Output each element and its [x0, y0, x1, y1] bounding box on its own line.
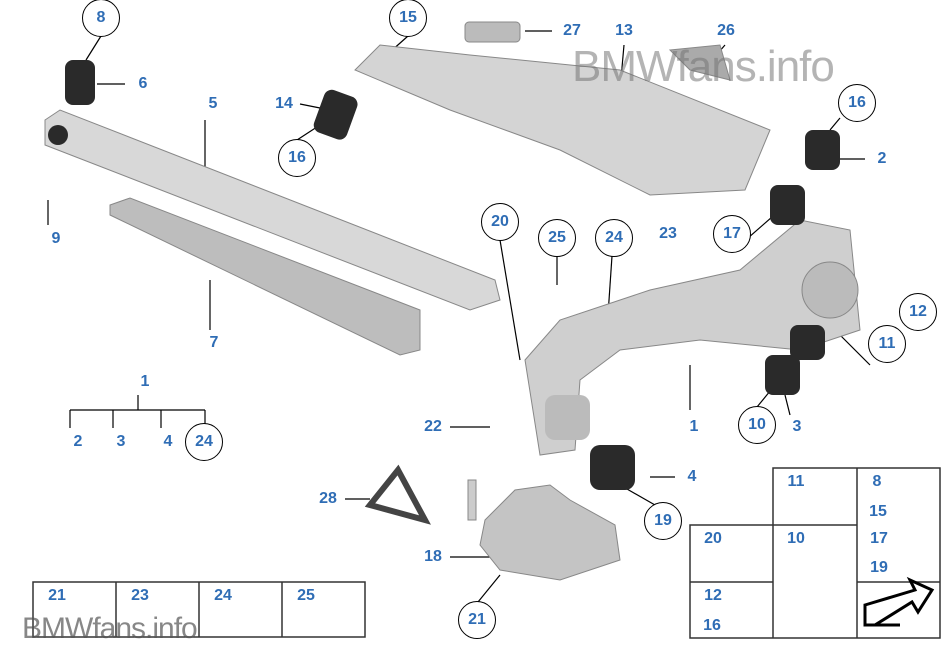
part-label[interactable]: 13 [615, 22, 633, 39]
callout[interactable]: 16 [838, 84, 876, 122]
part-label[interactable]: 23 [659, 225, 677, 242]
part-label[interactable]: 18 [424, 548, 442, 565]
fastener-label[interactable]: 19 [870, 559, 888, 576]
arrow-icon [863, 576, 935, 627]
part-label[interactable]: 2 [877, 150, 887, 167]
watermark: BMWfans.info [572, 42, 835, 91]
fastener-label[interactable]: 23 [131, 587, 149, 604]
part-boxes [32, 467, 941, 639]
part-label[interactable]: 1 [140, 373, 150, 390]
callout[interactable]: 21 [458, 601, 496, 639]
fastener-label[interactable]: 21 [48, 587, 66, 604]
fastener-label[interactable]: 16 [703, 617, 721, 634]
fastener-label[interactable]: 25 [297, 587, 315, 604]
callout[interactable]: 16 [278, 139, 316, 177]
callout[interactable]: 12 [899, 293, 937, 331]
part-label[interactable]: 14 [275, 95, 293, 112]
fastener-label[interactable]: 24 [214, 587, 232, 604]
callout[interactable]: 24 [185, 423, 223, 461]
fastener-label[interactable]: 20 [704, 530, 722, 547]
callout[interactable]: 20 [481, 203, 519, 241]
callout[interactable]: 25 [538, 219, 576, 257]
bushings [48, 60, 840, 490]
part-label[interactable]: 2 [73, 433, 83, 450]
part-label[interactable]: 22 [424, 418, 442, 435]
callout[interactable]: 19 [644, 502, 682, 540]
part-label[interactable]: 3 [116, 433, 126, 450]
callout[interactable]: 24 [595, 219, 633, 257]
part-label[interactable]: 5 [208, 95, 218, 112]
part-label[interactable]: 4 [163, 433, 173, 450]
callout[interactable]: 15 [389, 0, 427, 37]
fastener-label[interactable]: 12 [704, 587, 722, 604]
part-label[interactable]: 7 [209, 334, 219, 351]
callout[interactable]: 8 [82, 0, 120, 37]
fastener-label[interactable]: 8 [872, 473, 882, 490]
part-label[interactable]: 26 [717, 22, 735, 39]
fastener-label[interactable]: 11 [787, 473, 805, 490]
fastener-label[interactable]: 15 [869, 503, 887, 520]
part-label[interactable]: 1 [689, 418, 699, 435]
fastener-label[interactable]: 17 [870, 530, 888, 547]
watermark: BMWfans.info [22, 612, 198, 645]
part-label[interactable]: 28 [319, 490, 337, 507]
part-label[interactable]: 6 [138, 75, 148, 92]
callout[interactable]: 17 [713, 215, 751, 253]
callout[interactable]: 11 [868, 325, 906, 363]
part-label[interactable]: 9 [51, 230, 61, 247]
part-label[interactable]: 27 [563, 22, 581, 39]
callout[interactable]: 10 [738, 406, 776, 444]
parts [44, 21, 861, 581]
part-label[interactable]: 3 [792, 418, 802, 435]
part-label[interactable]: 4 [687, 468, 697, 485]
fastener-label[interactable]: 10 [787, 530, 805, 547]
